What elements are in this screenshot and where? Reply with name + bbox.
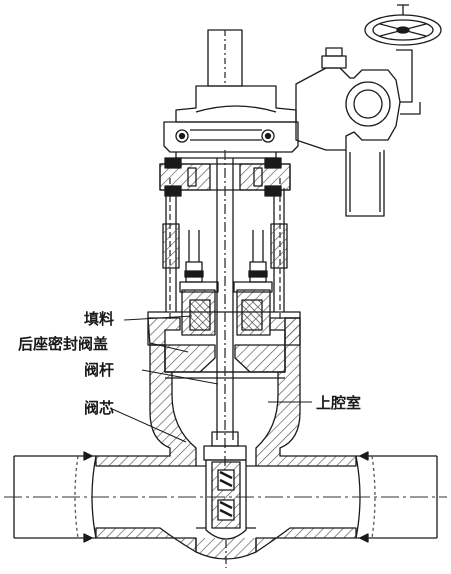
yoke	[162, 178, 288, 320]
leader-lines	[109, 315, 312, 443]
label-upper-cavity: 上腔室	[316, 394, 362, 412]
stem	[216, 150, 234, 470]
bonnet	[147, 311, 301, 379]
pipe-right	[355, 451, 438, 543]
packing-assembly	[179, 230, 273, 336]
label-back-seat-seal-bonnet: 后座密封阀盖	[18, 335, 109, 353]
label-disc: 阀芯	[84, 399, 115, 417]
label-packing: 填料	[84, 310, 115, 328]
label-stem: 阀杆	[84, 361, 115, 379]
disc	[196, 431, 256, 540]
actuator	[163, 4, 442, 217]
valve-body	[95, 317, 357, 568]
